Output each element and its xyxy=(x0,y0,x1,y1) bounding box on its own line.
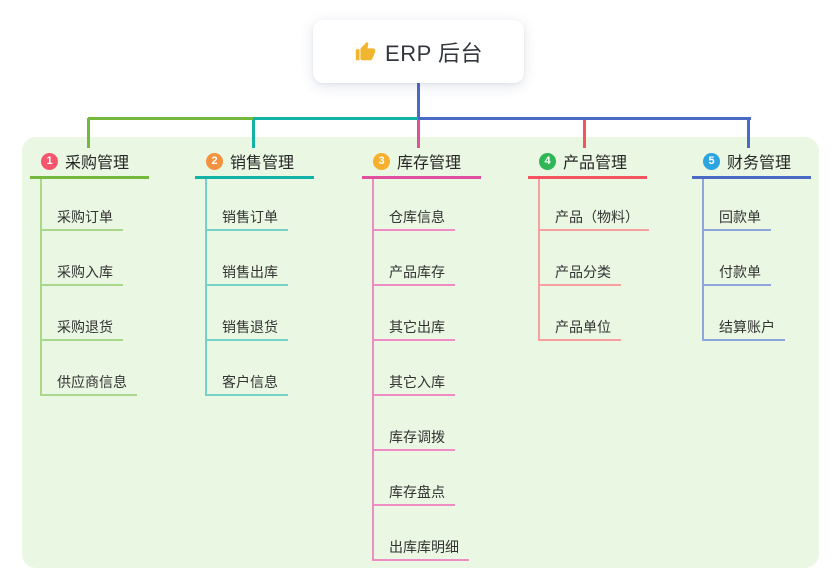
branch-tree-line xyxy=(538,179,540,341)
branch-drop-line xyxy=(417,118,420,148)
child-node[interactable]: 其它出库 xyxy=(389,319,445,335)
child-underline xyxy=(40,229,123,231)
branch-drop-line xyxy=(252,118,255,148)
branch-header-2[interactable]: 2 销售管理 xyxy=(206,149,294,173)
bus-segment xyxy=(418,117,751,120)
root-title: ERP 后台 xyxy=(385,40,483,66)
child-node[interactable]: 产品库存 xyxy=(389,264,445,280)
child-underline xyxy=(205,339,288,341)
child-node[interactable]: 回款单 xyxy=(719,209,761,225)
branch-header-5[interactable]: 5 财务管理 xyxy=(703,149,791,173)
child-node[interactable]: 销售出库 xyxy=(222,264,278,280)
root-drop-line xyxy=(417,83,420,120)
child-node[interactable]: 付款单 xyxy=(719,264,761,280)
branch-label: 销售管理 xyxy=(230,155,295,172)
branch-tree-line xyxy=(40,179,42,396)
branch-header-1[interactable]: 1 采购管理 xyxy=(41,149,129,173)
child-node[interactable]: 客户信息 xyxy=(222,374,278,390)
child-underline xyxy=(372,229,455,231)
child-underline xyxy=(372,449,455,451)
branch-header-underline xyxy=(692,176,811,179)
child-node[interactable]: 库存盘点 xyxy=(389,484,445,500)
child-node[interactable]: 供应商信息 xyxy=(57,374,127,390)
child-node[interactable]: 销售退货 xyxy=(222,319,278,335)
branch-header-underline xyxy=(362,176,481,179)
branch-label: 采购管理 xyxy=(65,155,130,172)
bus-segment xyxy=(253,117,418,120)
branch-number-badge: 5 xyxy=(703,152,720,170)
branch-number-badge: 1 xyxy=(41,152,58,170)
child-node[interactable]: 结算账户 xyxy=(719,319,775,335)
branch-number-badge: 3 xyxy=(373,152,390,170)
bus-segment xyxy=(88,117,253,120)
root-node[interactable]: ERP 后台 xyxy=(313,20,524,83)
child-underline xyxy=(702,339,785,341)
branch-number-badge: 4 xyxy=(539,152,556,170)
child-underline xyxy=(538,229,649,231)
branch-drop-line xyxy=(583,118,586,148)
child-node[interactable]: 采购入库 xyxy=(57,264,113,280)
branch-tree-line xyxy=(372,179,374,561)
child-node[interactable]: 销售订单 xyxy=(222,209,278,225)
branch-header-underline xyxy=(528,176,647,179)
child-underline xyxy=(702,284,771,286)
branch-label: 库存管理 xyxy=(397,155,462,172)
branches-background-panel xyxy=(22,137,819,568)
thumbs-up-icon xyxy=(355,41,376,60)
branch-label: 产品管理 xyxy=(563,155,628,172)
child-underline xyxy=(40,394,137,396)
child-underline xyxy=(372,504,455,506)
branch-header-3[interactable]: 3 库存管理 xyxy=(373,149,461,173)
child-underline xyxy=(205,394,288,396)
branch-drop-line xyxy=(747,118,750,148)
child-node[interactable]: 产品（物料） xyxy=(555,209,639,225)
child-node[interactable]: 产品单位 xyxy=(555,319,611,335)
child-underline xyxy=(372,284,455,286)
child-node[interactable]: 采购订单 xyxy=(57,209,113,225)
branch-label: 财务管理 xyxy=(727,155,792,172)
child-underline xyxy=(40,284,123,286)
child-underline xyxy=(205,229,288,231)
branch-drop-line xyxy=(87,118,90,148)
child-underline xyxy=(372,339,455,341)
branch-number-badge: 2 xyxy=(206,152,223,170)
child-underline xyxy=(205,284,288,286)
branch-header-underline xyxy=(30,176,149,179)
child-underline xyxy=(372,394,455,396)
child-node[interactable]: 其它入库 xyxy=(389,374,445,390)
child-node[interactable]: 采购退货 xyxy=(57,319,113,335)
child-node[interactable]: 出库库明细 xyxy=(389,539,459,555)
child-underline xyxy=(538,339,621,341)
child-underline xyxy=(40,339,123,341)
child-underline xyxy=(702,229,771,231)
branch-tree-line xyxy=(205,179,207,396)
child-underline xyxy=(538,284,621,286)
branch-tree-line xyxy=(702,179,704,341)
branch-header-4[interactable]: 4 产品管理 xyxy=(539,149,627,173)
child-node[interactable]: 仓库信息 xyxy=(389,209,445,225)
branch-header-underline xyxy=(195,176,314,179)
child-underline xyxy=(372,559,469,561)
child-node[interactable]: 产品分类 xyxy=(555,264,611,280)
child-node[interactable]: 库存调拨 xyxy=(389,429,445,445)
